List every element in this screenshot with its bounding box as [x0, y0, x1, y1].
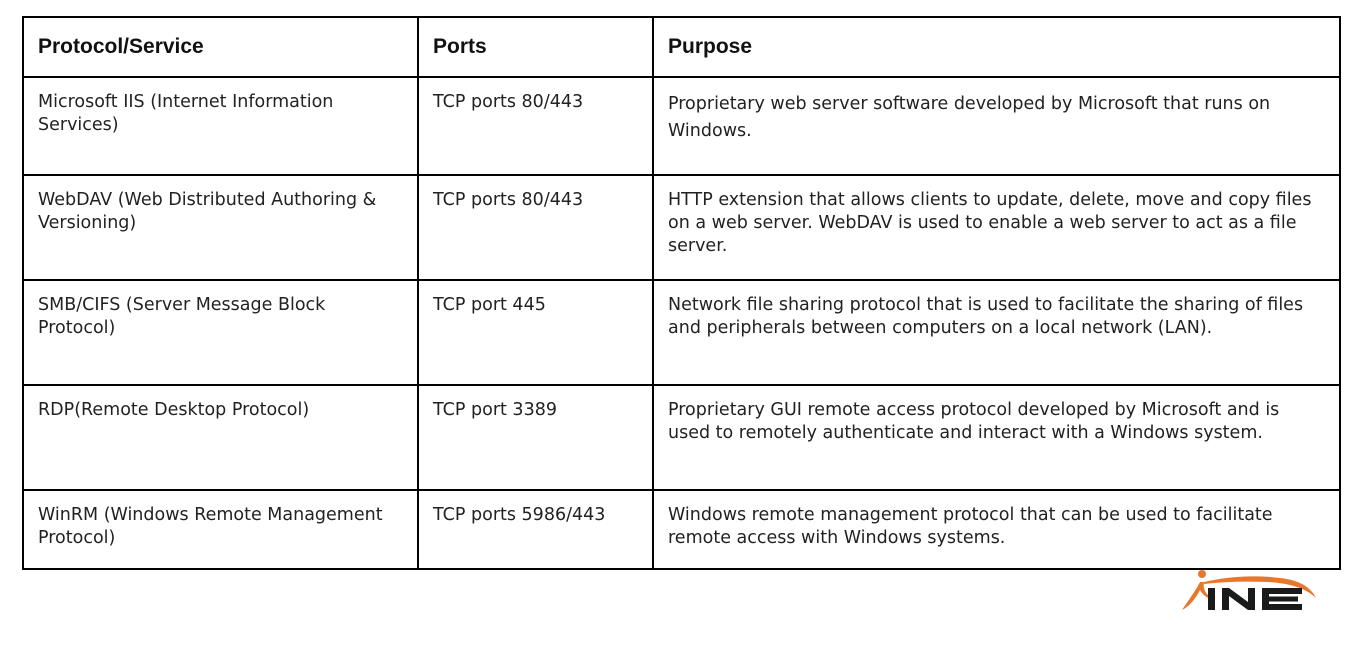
cell-ports: TCP ports 80/443 [417, 174, 654, 281]
logo-letter-e [1262, 588, 1302, 610]
cell-protocol: SMB/CIFS (Server Message Block Protocol) [22, 279, 419, 386]
purpose-text: Windows remote management protocol that … [668, 505, 1273, 548]
purpose-text: Proprietary web server software develope… [668, 94, 1271, 141]
cell-ports: TCP port 445 [417, 279, 654, 386]
header-protocol-service: Protocol/Service [22, 16, 419, 78]
table-row: WebDAV (Web Distributed Authoring & Vers… [22, 174, 1341, 281]
cell-purpose: HTTP extension that allows clients to up… [652, 174, 1341, 281]
cell-purpose: Windows remote management protocol that … [652, 489, 1341, 570]
ine-logo [1182, 570, 1316, 610]
cell-protocol: RDP(Remote Desktop Protocol) [22, 384, 419, 491]
cell-protocol: WinRM (Windows Remote Management Protoco… [22, 489, 419, 570]
ports-text: TCP ports 80/443 [433, 92, 584, 112]
protocol-text: WinRM (Windows Remote Management Protoco… [38, 505, 383, 548]
cell-purpose: Proprietary GUI remote access protocol d… [652, 384, 1341, 491]
ports-text: TCP ports 5986/443 [433, 505, 606, 525]
table-header-row: Protocol/Service Ports Purpose [22, 16, 1341, 78]
cell-protocol: WebDAV (Web Distributed Authoring & Vers… [22, 174, 419, 281]
protocol-text: SMB/CIFS (Server Message Block Protocol) [38, 295, 326, 338]
cell-ports: TCP ports 80/443 [417, 76, 654, 176]
cell-protocol: Microsoft IIS (Internet Information Serv… [22, 76, 419, 176]
cell-ports: TCP ports 5986/443 [417, 489, 654, 570]
cell-purpose: Proprietary web server software develope… [652, 76, 1341, 176]
cell-ports: TCP port 3389 [417, 384, 654, 491]
table-row: WinRM (Windows Remote Management Protoco… [22, 489, 1341, 570]
protocol-text: RDP(Remote Desktop Protocol) [38, 400, 310, 420]
ports-text: TCP port 445 [433, 295, 546, 315]
logo-swoosh-left [1182, 582, 1216, 610]
protocol-text: Microsoft IIS (Internet Information Serv… [38, 92, 334, 135]
logo-letter-n [1222, 588, 1255, 610]
table-row: Microsoft IIS (Internet Information Serv… [22, 76, 1341, 176]
cell-purpose: Network file sharing protocol that is us… [652, 279, 1341, 386]
protocol-text: WebDAV (Web Distributed Authoring & Vers… [38, 190, 377, 233]
table-row: RDP(Remote Desktop Protocol) TCP port 33… [22, 384, 1341, 491]
header-purpose: Purpose [652, 16, 1341, 78]
logo-dot [1198, 570, 1206, 578]
purpose-text: Proprietary GUI remote access protocol d… [668, 400, 1280, 443]
purpose-text: HTTP extension that allows clients to up… [668, 190, 1312, 256]
table-row: SMB/CIFS (Server Message Block Protocol)… [22, 279, 1341, 386]
purpose-text: Network file sharing protocol that is us… [668, 295, 1304, 338]
ports-text: TCP ports 80/443 [433, 190, 584, 210]
logo-swoosh-arc [1204, 576, 1316, 598]
logo-letter-i [1208, 588, 1215, 610]
ports-text: TCP port 3389 [433, 400, 557, 420]
header-ports: Ports [417, 16, 654, 78]
protocols-table: Protocol/Service Ports Purpose Microsoft… [22, 16, 1341, 570]
